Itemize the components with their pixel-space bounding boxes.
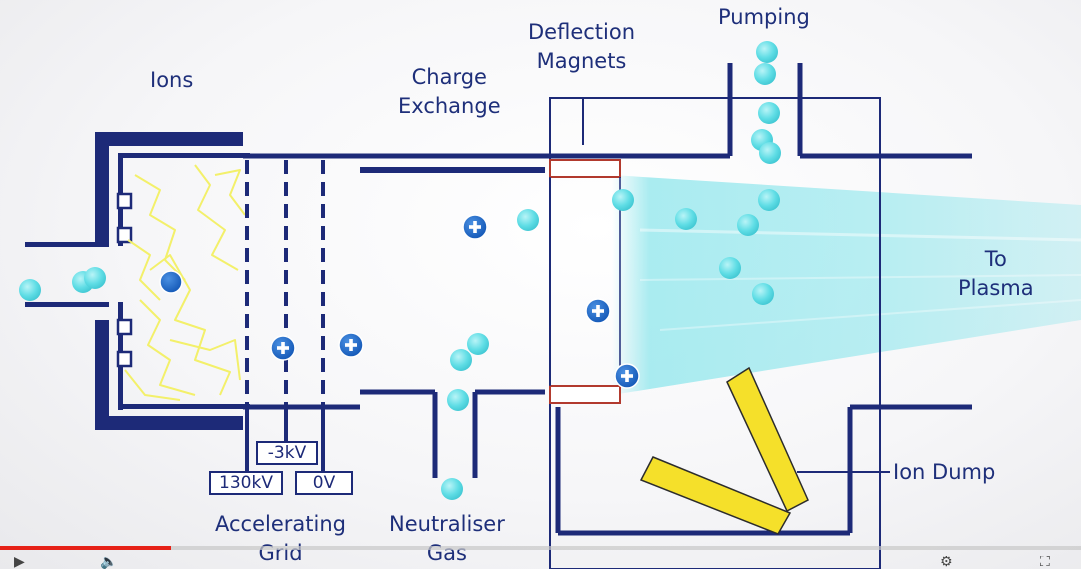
plus-ion-icon	[462, 214, 488, 240]
grid-voltage-left: 130kV	[209, 471, 283, 495]
plasma-arcs	[124, 164, 246, 401]
ion-source	[25, 132, 250, 430]
play-icon[interactable]: ▶	[14, 556, 25, 569]
grid-voltage-right: 0V	[295, 471, 353, 495]
neutral-particle-icon	[719, 257, 741, 279]
neutral-particle-icon	[84, 267, 106, 289]
neutral-particle-icon	[467, 333, 489, 355]
settings-icon[interactable]: ⚙	[940, 556, 953, 569]
neutral-particle-icon	[756, 41, 778, 63]
neutral-particle-icon	[447, 389, 469, 411]
neutral-particle-icon	[737, 214, 759, 236]
neutral-particle-icon	[675, 208, 697, 230]
grid-wires	[245, 404, 325, 472]
deflection-magnets	[549, 159, 621, 404]
volume-icon[interactable]: 🔈	[100, 556, 116, 569]
neutral-particle-icon	[441, 478, 463, 500]
charge-exchange-label: Charge Exchange	[398, 65, 501, 118]
neutral-particle-icon	[759, 142, 781, 164]
plus-ion-icon	[585, 298, 611, 324]
neutral-particle-icon	[754, 63, 776, 85]
plus-ion-icon	[159, 270, 183, 294]
ion-dump-label: Ion Dump	[893, 460, 996, 484]
accelerating-grid-label: Accelerating Grid	[215, 512, 346, 565]
neutral-particles	[19, 41, 781, 500]
neutral-particle-icon	[517, 209, 539, 231]
plus-ion-icon	[614, 363, 640, 389]
fullscreen-icon[interactable]: ⛶	[1040, 556, 1050, 569]
neutral-particle-icon	[758, 102, 780, 124]
neutral-particle-icon	[19, 279, 41, 301]
neutral-particle-icon	[612, 189, 634, 211]
plus-ion-icon	[270, 335, 296, 361]
pumping-label: Pumping	[718, 5, 810, 29]
to-plasma-label: To Plasma	[958, 247, 1034, 300]
neutraliser-gas-label: Neutraliser Gas	[389, 512, 505, 565]
ion-dump	[639, 366, 809, 535]
deflection-magnets-label: Deflection Magnets	[528, 20, 636, 73]
neutral-particle-icon	[752, 283, 774, 305]
neutral-particle-icon	[758, 189, 780, 211]
accelerating-grid	[245, 160, 325, 404]
ions-label: Ions	[150, 68, 194, 92]
video-progress-fill	[0, 546, 171, 550]
plus-ion-icon	[338, 332, 364, 358]
video-progress-bar[interactable]	[0, 546, 1081, 550]
source-terminals	[116, 192, 133, 368]
neutral-beam	[612, 175, 1081, 395]
ions	[159, 214, 640, 389]
beamline-walls	[243, 63, 972, 536]
neutral-particle-icon	[450, 349, 472, 371]
grid-voltage-middle: -3kV	[256, 441, 318, 465]
